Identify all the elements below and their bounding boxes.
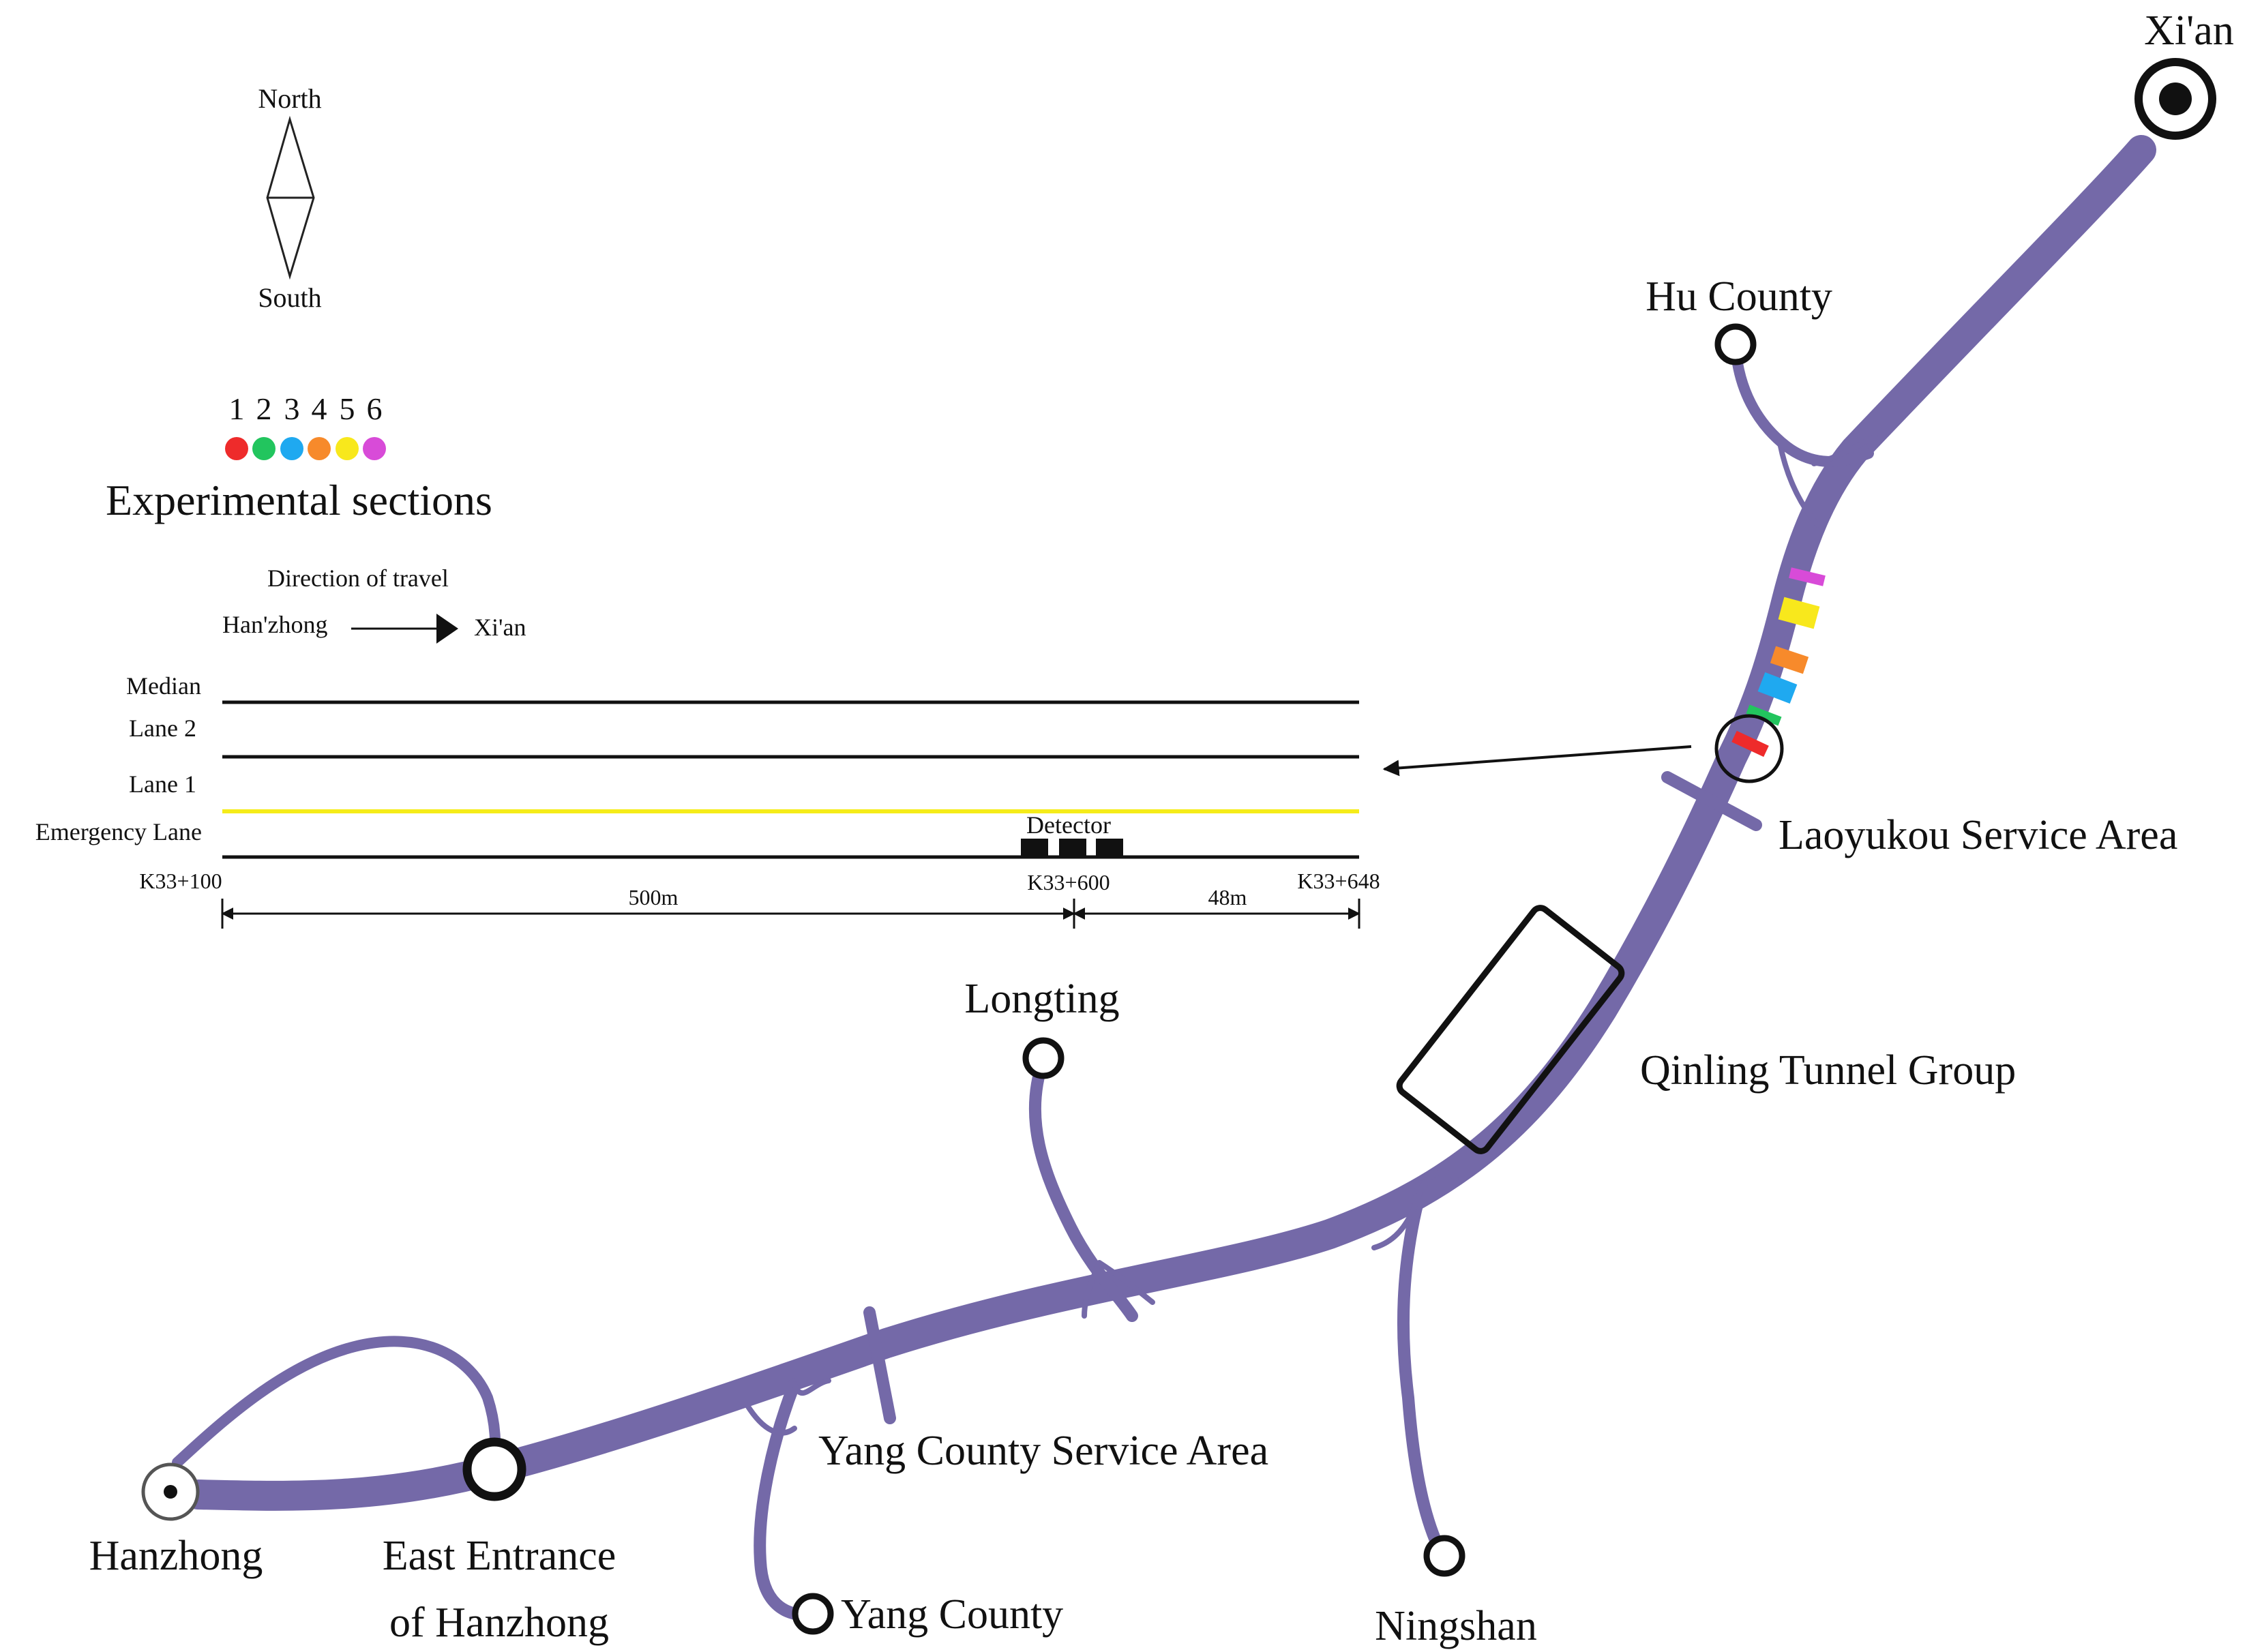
legend-dot-2: [252, 437, 276, 460]
lane-diagram-inset: Direction of travel Han'zhong Xi'an Medi…: [35, 565, 1380, 929]
legend-dot-1: [225, 437, 248, 460]
label-laoyukou: Laoyukou Service Area: [1779, 812, 2177, 858]
laoyukou-service-area-bar: [1661, 771, 1762, 831]
detector-block: [1096, 839, 1123, 856]
station-k33-648: K33+648: [1297, 869, 1380, 893]
yang-county-node-icon: [792, 1593, 834, 1635]
legend-title: Experimental sections: [106, 476, 492, 524]
legend: 1 2 3 4 5 6 Experimental sections: [106, 391, 492, 524]
compass-north-label: North: [258, 83, 321, 114]
xian-node-center: [2159, 82, 2192, 115]
ningshan-node-icon: [1423, 1535, 1465, 1577]
compass-diamond-icon: [266, 115, 315, 280]
section-highlight-circle: [1714, 714, 1784, 783]
yang-county-road: [754, 1378, 814, 1621]
longting-ramp: [1082, 1260, 1155, 1319]
compass-south-label: South: [258, 282, 321, 313]
legend-number-6: 6: [367, 391, 383, 426]
ningshan-ramp: [1371, 1169, 1459, 1250]
legend-dot-4: [308, 437, 331, 460]
hanzhong-loop-road: [172, 1336, 501, 1471]
inset-pointer-arrow: [1382, 745, 1692, 777]
legend-number-2: 2: [256, 391, 272, 426]
detector-block: [1059, 839, 1086, 856]
lane-label-lane1: Lane 1: [129, 770, 196, 798]
longting-road: [1028, 1054, 1138, 1322]
lane-label-median: Median: [126, 672, 201, 700]
hu-county-ramp: [1777, 434, 1878, 528]
section-band-5: [1778, 597, 1820, 629]
legend-number-5: 5: [340, 391, 355, 426]
station-k33-600: K33+600: [1027, 870, 1110, 895]
yang-county-ramp: [744, 1378, 831, 1436]
lane-label-emergency: Emergency Lane: [35, 818, 202, 845]
section-band-4: [1770, 646, 1809, 674]
section-band-3: [1757, 672, 1798, 704]
main-expressway: [183, 135, 2156, 1511]
label-hu-county: Hu County: [1646, 273, 1832, 320]
distance-500m: 500m: [629, 885, 679, 910]
ningshan-road: [1397, 1180, 1446, 1557]
label-qinling: Qinling Tunnel Group: [1640, 1047, 2016, 1094]
hu-county-node-icon: [1714, 323, 1757, 365]
label-xian: Xi'an: [2144, 7, 2234, 54]
section-band-1: [1731, 730, 1769, 757]
lane-label-lane2: Lane 2: [129, 715, 196, 742]
legend-dot-5: [336, 437, 359, 460]
longting-node-icon: [1022, 1037, 1065, 1079]
detector-block: [1021, 839, 1048, 856]
yang-county-service-area-bar: [863, 1306, 896, 1424]
direction-from: Han'zhong: [222, 611, 327, 638]
experimental-section-markers: [1731, 567, 1826, 757]
distance-48m: 48m: [1208, 885, 1247, 910]
section-band-6: [1789, 567, 1826, 586]
nodes: [141, 58, 2216, 1635]
label-east-entrance-1: East Entrance: [383, 1533, 616, 1579]
detector-label: Detector: [1026, 811, 1111, 839]
legend-number-3: 3: [284, 391, 300, 426]
label-longting: Longting: [964, 976, 1119, 1022]
legend-number-1: 1: [229, 391, 245, 426]
hanzhong-node-center: [164, 1485, 177, 1499]
qinling-tunnel-box: [1396, 905, 1625, 1154]
place-labels: Xi'an Hu County Laoyukou Service Area Qi…: [89, 7, 2234, 1649]
label-yang-county: Yang County: [841, 1591, 1063, 1638]
legend-dot-6: [363, 437, 386, 460]
hu-county-road: [1730, 342, 1874, 467]
label-ningshan: Ningshan: [1375, 1603, 1537, 1649]
east-entrance-node-icon: [462, 1437, 526, 1501]
label-east-entrance-2: of Hanzhong: [389, 1600, 609, 1646]
compass-rose: North South: [258, 83, 321, 313]
direction-title: Direction of travel: [267, 565, 449, 592]
legend-number-4: 4: [312, 391, 327, 426]
legend-dot-3: [280, 437, 303, 460]
label-hanzhong: Hanzhong: [89, 1533, 263, 1579]
direction-to: Xi'an: [474, 614, 526, 641]
label-yang-service: Yang County Service Area: [818, 1428, 1268, 1474]
station-k33-100: K33+100: [139, 869, 222, 893]
road-network: [172, 135, 2156, 1621]
section-band-2: [1746, 704, 1782, 726]
